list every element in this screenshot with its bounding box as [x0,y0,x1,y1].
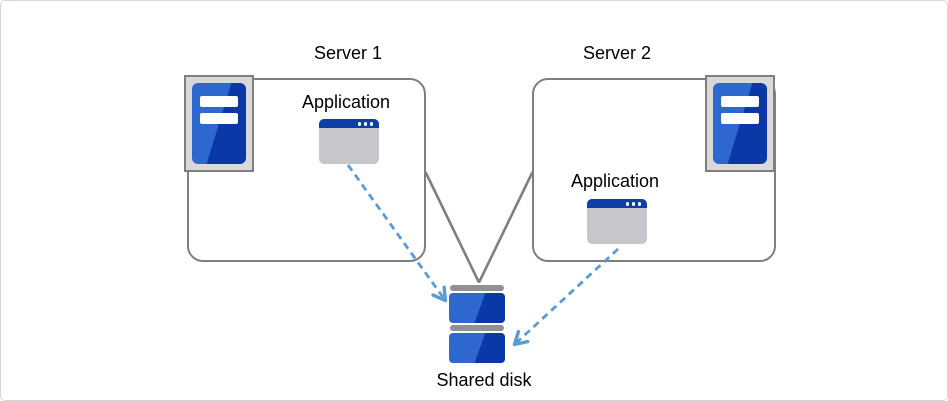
app2-to-disk-arrow [512,247,619,347]
disk-stack-icon [449,285,505,365]
window-titlebar [587,199,647,208]
window-dots-icon [625,202,641,206]
server2-to-disk-line [478,171,534,283]
server1-label: Server 1 [313,43,383,63]
server-slot [721,96,759,107]
application1-label: Application [301,92,391,112]
server2-label: Server 2 [582,43,652,63]
application-window-icon [587,199,647,244]
server-slot [200,96,238,107]
disk-top-bar [450,285,504,291]
server-tower-body [192,83,246,164]
window-dots-icon [357,122,373,126]
disk-unit [449,293,505,323]
application-window-icon [319,119,379,164]
server-tower-icon [184,75,254,172]
server1-to-disk-line [424,171,480,283]
disk-top-bar [450,325,504,331]
server-slot [721,113,759,124]
window-titlebar [319,119,379,128]
shared-disk-label: Shared disk [436,370,532,390]
server-tower-icon [705,75,775,172]
server-slot [200,113,238,124]
disk-unit [449,333,505,363]
server-tower-body [713,83,767,164]
application2-label: Application [570,171,660,191]
